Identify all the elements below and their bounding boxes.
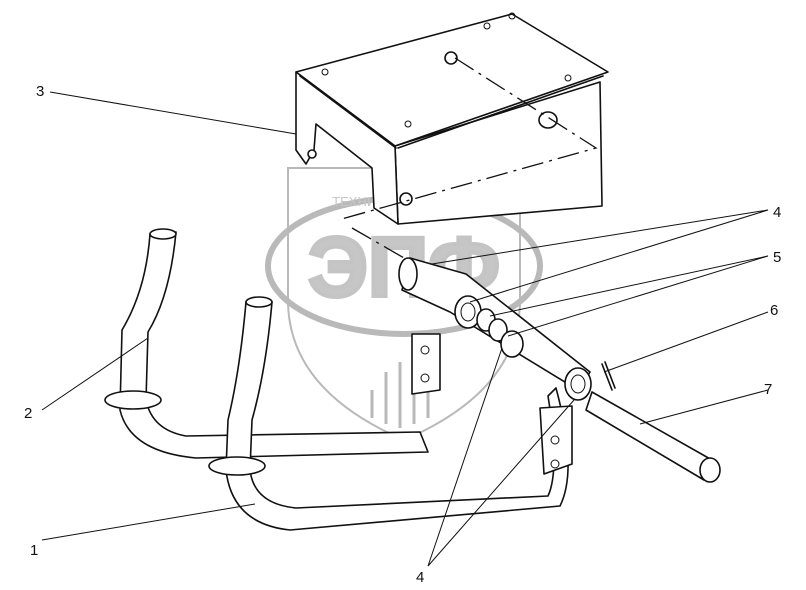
callout-3: 3	[36, 83, 44, 100]
bracket-box	[295, 12, 609, 225]
callout-7: 7	[764, 381, 772, 398]
callout-1: 1	[30, 542, 38, 559]
pipe-2	[104, 228, 429, 459]
callout-6: 6	[770, 302, 778, 319]
pipe-1	[208, 296, 569, 531]
callout-5: 5	[773, 249, 781, 266]
axle-shaft	[585, 391, 721, 483]
leader-lines	[41, 91, 769, 567]
watermark-wheat-icon	[370, 362, 430, 428]
callout-4-top: 4	[773, 204, 781, 221]
bushings	[454, 295, 592, 401]
cotter-pin	[601, 361, 616, 391]
callout-2: 2	[24, 405, 32, 422]
callout-4-bottom: 4	[416, 569, 424, 586]
